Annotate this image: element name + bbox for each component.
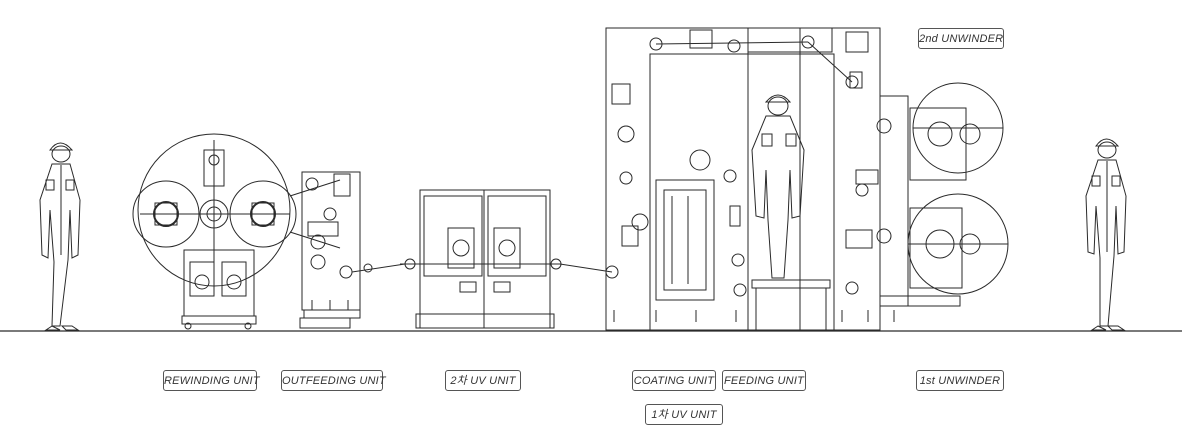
coating-feeding-unit-drawing [559,27,895,331]
operator-figure-right [1085,138,1127,331]
feeding-unit-label: FEEDING UNIT [722,370,806,391]
operator-figure-left [39,142,81,331]
unwinder-drawing [845,82,1009,307]
rewinding-unit-label: REWINDING UNIT [163,370,259,391]
first-uv-unit-label: 1차 UV UNIT [645,404,723,425]
rewinding-unit-drawing [132,133,341,330]
coating-unit-label: COATING UNIT [632,370,716,391]
second-unwinder-label: 2nd UNWINDER [918,28,1004,49]
second-uv-unit-drawing [400,189,562,329]
first-unwinder-label: 1st UNWINDER [916,370,1004,391]
outfeeding-unit-drawing [299,171,406,329]
operator-on-platform [751,94,831,330]
outfeeding-unit-label: OUTFEEDING UNIT [281,370,386,391]
second-uv-unit-label: 2차 UV UNIT [445,370,521,391]
